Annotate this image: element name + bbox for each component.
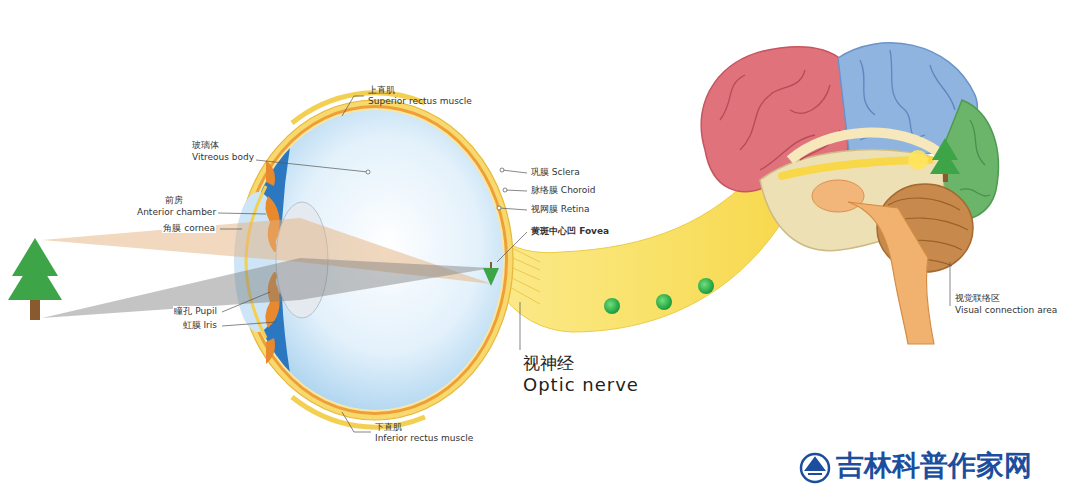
signal-dot	[698, 278, 714, 294]
retinal-image	[483, 268, 499, 286]
leader-line	[497, 232, 527, 262]
part-label: Anterior chamber	[136, 207, 217, 217]
leader-line	[256, 160, 368, 172]
watermark-logo	[801, 454, 829, 482]
leader-end	[503, 188, 507, 192]
leader-line	[499, 208, 527, 210]
leader-ends	[366, 168, 507, 210]
tree	[930, 150, 960, 174]
leader-line	[505, 190, 527, 191]
leader-line	[502, 170, 527, 173]
iris	[266, 160, 275, 364]
retinal-image	[490, 262, 492, 268]
leader-lines	[218, 96, 950, 432]
part-label: 虹膜 Iris	[182, 320, 218, 330]
signal-dot	[656, 294, 672, 310]
leader-end	[366, 170, 370, 174]
gyri	[860, 50, 955, 140]
leader-line	[222, 322, 276, 326]
part-label: 黄斑中心凹 Fovea	[531, 226, 609, 236]
part-label: 视神经	[523, 354, 574, 374]
leader-line	[222, 292, 270, 312]
leader-line	[342, 412, 371, 432]
gyri	[960, 120, 990, 196]
part-label: 角膜 cornea	[162, 223, 216, 233]
thalamus	[812, 180, 864, 212]
part-label: 视网膜 Retina	[531, 204, 590, 214]
tree	[8, 256, 62, 300]
signal-dot	[604, 298, 620, 314]
cornea	[246, 186, 266, 338]
part-label: 瞳孔 Pupil	[173, 306, 218, 316]
brainstem	[848, 202, 934, 344]
leader-line	[342, 96, 364, 116]
leader-line	[218, 213, 266, 214]
part-label: 玻璃体	[192, 140, 219, 150]
gyri	[720, 70, 840, 170]
leader-end	[497, 206, 501, 210]
tree-trunk	[30, 298, 40, 320]
leader-end	[500, 168, 504, 172]
watermark-logo	[806, 458, 824, 474]
part-label: 上直肌	[368, 85, 395, 95]
part-label: Inferior rectus muscle	[375, 433, 473, 443]
part-label: 巩膜 Sclera	[531, 167, 580, 177]
part-label: Superior rectus muscle	[368, 96, 472, 106]
part-label: Vitreous body	[192, 152, 254, 162]
part-label: 脉络膜 Choroid	[531, 185, 596, 195]
leader-line	[520, 302, 521, 350]
anterior-chamber	[234, 192, 282, 332]
leader-line	[220, 229, 242, 230]
visual-pathway	[782, 160, 930, 176]
visual-glow	[908, 150, 928, 170]
part-label: 前房	[165, 195, 183, 205]
part-label: Optic nerve	[523, 375, 639, 396]
light-ray	[42, 258, 492, 318]
part-label: Visual connection area	[955, 305, 1057, 315]
part-label: 视觉联络区	[955, 293, 1000, 303]
watermark: 吉林科普作家网	[836, 450, 1032, 482]
leader-line	[950, 262, 951, 306]
part-label: 下直肌	[375, 422, 402, 432]
